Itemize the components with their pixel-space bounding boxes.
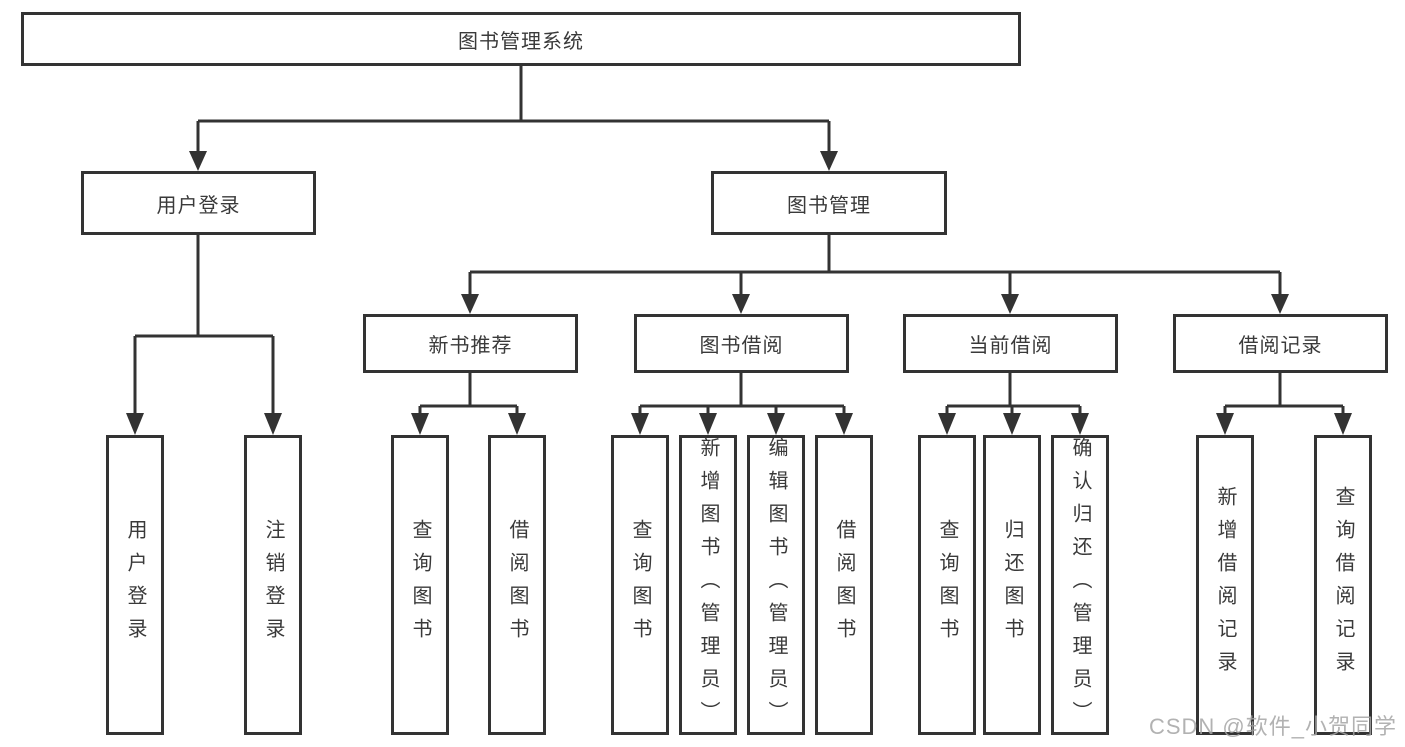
leaf-label: 查询图书 bbox=[936, 519, 958, 651]
connector-root-to-branches bbox=[196, 66, 831, 153]
arrow-down-icon bbox=[938, 413, 956, 435]
node-current-borrowing: 当前借阅 bbox=[903, 314, 1118, 373]
node-new-book-recommend: 新书推荐 bbox=[363, 314, 578, 373]
arrow-down-icon bbox=[1001, 294, 1019, 314]
leaf-user-login: 用户登录 bbox=[106, 435, 164, 735]
node-label: 图书借阅 bbox=[699, 335, 784, 357]
node-label: 图书管理系统 bbox=[458, 30, 584, 53]
arrow-down-icon bbox=[411, 413, 429, 435]
connector-new-book-recommend-children bbox=[418, 373, 519, 418]
arrow-down-icon bbox=[1334, 413, 1352, 435]
node-borrowing-records: 借阅记录 bbox=[1173, 314, 1388, 373]
arrow-down-icon bbox=[699, 413, 717, 435]
connector-lines bbox=[133, 66, 1345, 418]
arrow-down-icon bbox=[631, 413, 649, 435]
node-user-login: 用户登录 bbox=[81, 171, 316, 235]
arrowheads bbox=[126, 151, 1352, 435]
arrow-down-icon bbox=[1071, 413, 1089, 435]
arrow-down-icon bbox=[732, 294, 750, 314]
leaf-label: 确认归还（管理员） bbox=[1069, 436, 1091, 734]
node-label: 图书管理 bbox=[787, 194, 871, 217]
node-book-management: 图书管理 bbox=[711, 171, 947, 235]
leaf-label: 借阅图书 bbox=[833, 519, 855, 651]
leaf-label: 新增借阅记录 bbox=[1214, 486, 1236, 684]
arrow-down-icon bbox=[835, 413, 853, 435]
leaf-return-books: 归还图书 bbox=[983, 435, 1041, 735]
leaf-borrow-books-recommend: 借阅图书 bbox=[488, 435, 546, 735]
leaf-label: 新增图书（管理员） bbox=[697, 436, 719, 734]
arrow-down-icon bbox=[820, 151, 838, 171]
leaf-add-borrow-record: 新增借阅记录 bbox=[1196, 435, 1254, 735]
node-label: 新书推荐 bbox=[428, 335, 513, 357]
leaf-label: 借阅图书 bbox=[506, 519, 528, 651]
arrow-down-icon bbox=[1271, 294, 1289, 314]
arrow-down-icon bbox=[767, 413, 785, 435]
leaf-confirm-return-admin: 确认归还（管理员） bbox=[1051, 435, 1109, 735]
connector-user-login-children bbox=[133, 235, 275, 418]
leaf-borrow-books: 借阅图书 bbox=[815, 435, 873, 735]
leaf-label: 查询图书 bbox=[629, 519, 651, 651]
leaf-label: 注销登录 bbox=[262, 519, 284, 651]
arrow-down-icon bbox=[264, 413, 282, 435]
leaf-label: 用户登录 bbox=[124, 519, 146, 651]
arrow-down-icon bbox=[126, 413, 144, 435]
arrow-down-icon bbox=[1003, 413, 1021, 435]
node-label: 借阅记录 bbox=[1238, 335, 1323, 357]
connector-borrowing-records-children bbox=[1223, 373, 1345, 418]
leaf-label: 编辑图书（管理员） bbox=[765, 436, 787, 734]
connector-current-borrowing-children bbox=[945, 373, 1082, 418]
node-label: 用户登录 bbox=[156, 194, 241, 217]
leaf-query-books-current: 查询图书 bbox=[918, 435, 976, 735]
leaf-query-borrow-record: 查询借阅记录 bbox=[1314, 435, 1372, 735]
arrow-down-icon bbox=[508, 413, 526, 435]
leaf-label: 查询借阅记录 bbox=[1332, 486, 1354, 684]
leaf-add-book-admin: 新增图书（管理员） bbox=[679, 435, 737, 735]
connector-book-management-children bbox=[468, 235, 1282, 297]
arrow-down-icon bbox=[189, 151, 207, 171]
leaf-query-books-recommend: 查询图书 bbox=[391, 435, 449, 735]
watermark: CSDN @软件_小贺同学 bbox=[1148, 714, 1397, 739]
leaf-logout: 注销登录 bbox=[244, 435, 302, 735]
node-book-borrowing: 图书借阅 bbox=[634, 314, 849, 373]
leaf-edit-book-admin: 编辑图书（管理员） bbox=[747, 435, 805, 735]
connector-book-borrowing-children bbox=[638, 373, 846, 418]
node-label: 当前借阅 bbox=[968, 335, 1053, 357]
arrow-down-icon bbox=[461, 294, 479, 314]
leaf-label: 归还图书 bbox=[1001, 519, 1023, 651]
arrow-down-icon bbox=[1216, 413, 1234, 435]
leaf-label: 查询图书 bbox=[409, 519, 431, 651]
node-library-management-system: 图书管理系统 bbox=[21, 12, 1021, 66]
leaf-query-books-borrowing: 查询图书 bbox=[611, 435, 669, 735]
